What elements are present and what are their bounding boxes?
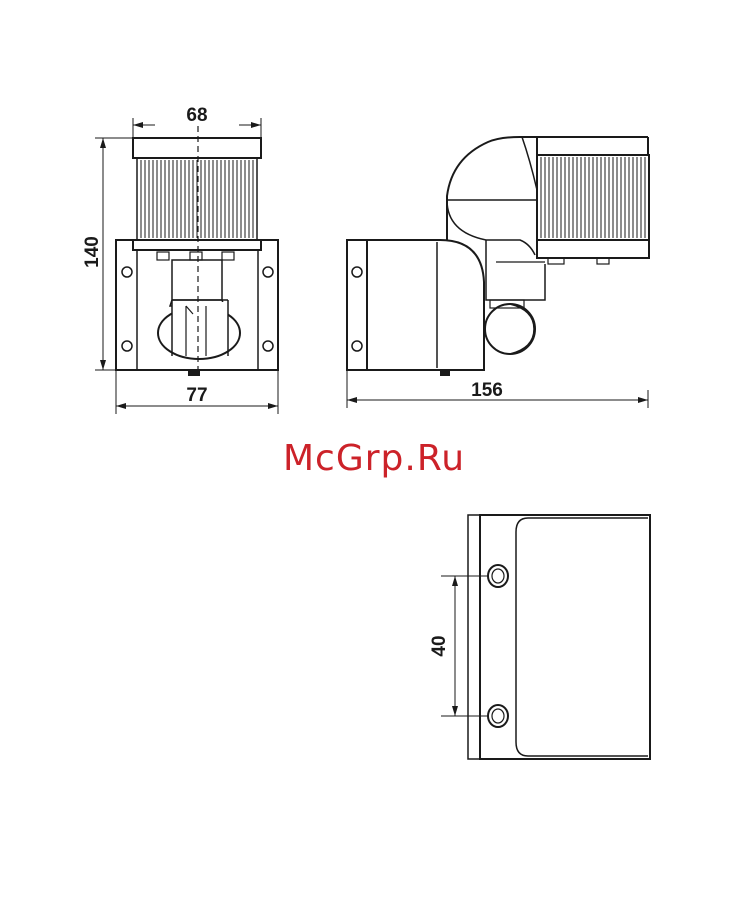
front-lamp-ribs — [137, 158, 257, 240]
front-hole-br — [263, 341, 273, 351]
dim-140-label: 140 — [82, 236, 103, 268]
back-plate-view — [468, 515, 650, 759]
front-view — [116, 126, 278, 376]
side-lamp-ribs — [541, 157, 645, 238]
dim-77-label: 77 — [186, 385, 207, 406]
front-hole-tr — [263, 267, 273, 277]
side-dimensions: 156 — [347, 370, 648, 408]
back-hole-bottom — [488, 705, 508, 727]
side-hole-top — [352, 267, 362, 277]
back-hole-top — [488, 565, 508, 587]
side-hole-bottom — [352, 341, 362, 351]
dim-68-label: 68 — [186, 105, 207, 126]
dim-156-label: 156 — [471, 380, 503, 401]
front-hole-bl — [122, 341, 132, 351]
front-hole-tl — [122, 267, 132, 277]
dim-40-label: 40 — [429, 635, 450, 656]
side-view — [347, 137, 649, 376]
watermark-text: McGrp.Ru — [283, 438, 465, 479]
